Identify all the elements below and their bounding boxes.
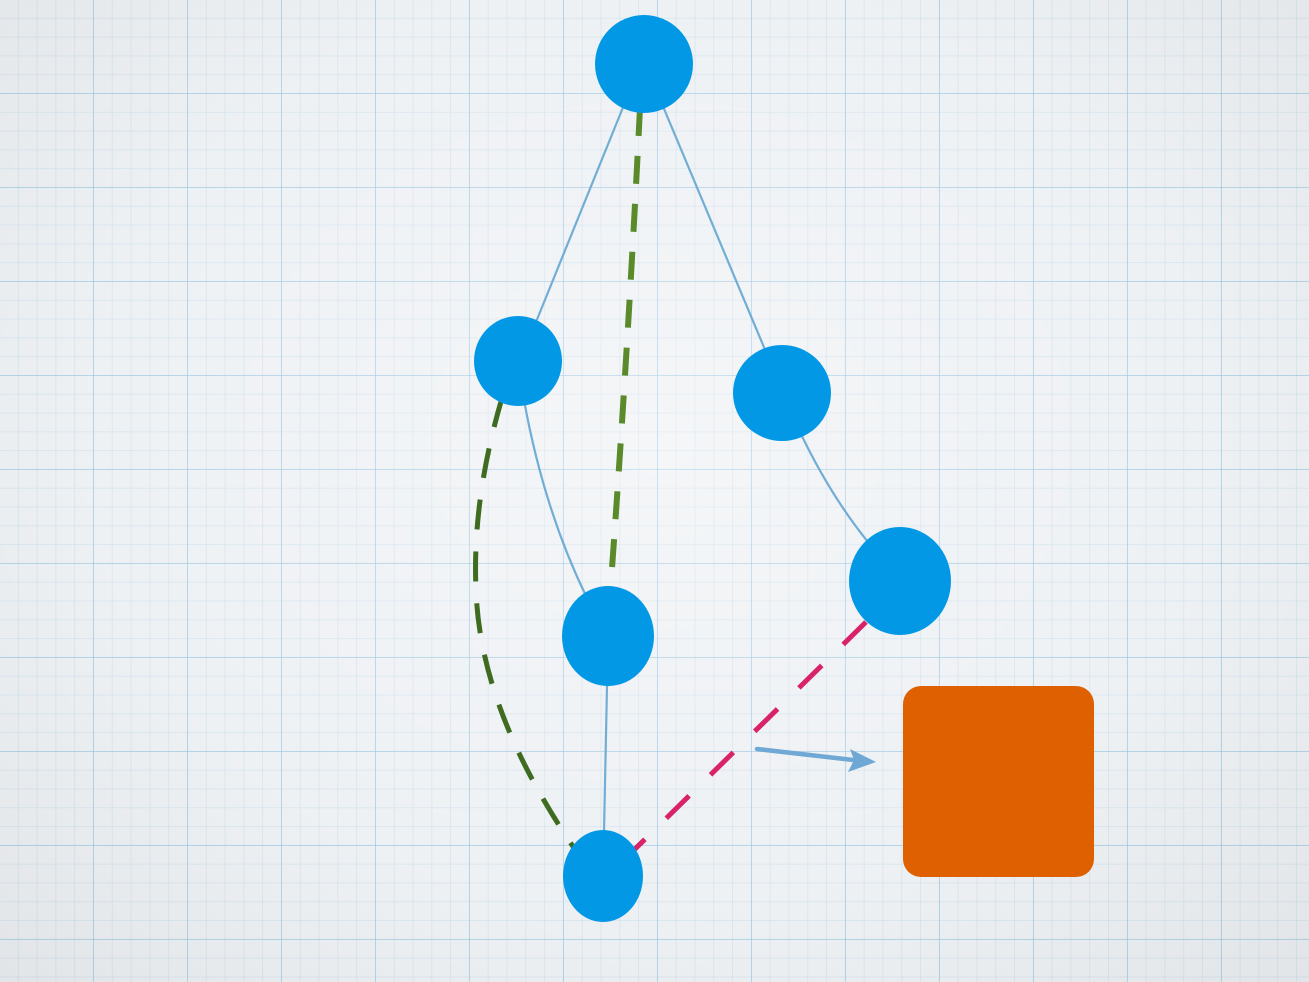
arrow-shaft	[754, 746, 865, 764]
edge-root-left-child	[534, 99, 628, 323]
dashed-green-edges	[473, 107, 643, 850]
node-bottom-node	[563, 830, 643, 922]
arrow	[754, 746, 876, 772]
orange-square	[903, 686, 1094, 877]
edge-middle-node-bottom-node	[602, 685, 609, 833]
tree-edges	[522, 99, 869, 833]
edge-left-child-middle-node	[522, 399, 588, 599]
dashed-edge-right-leaf-bottom-node	[632, 620, 868, 852]
arrow-head	[848, 749, 876, 772]
edge-root-right-child	[660, 103, 768, 353]
nodes	[474, 15, 951, 922]
node-left-child	[474, 316, 562, 406]
dashed-edge-root-middle-node	[607, 107, 643, 597]
dashed-edge-left-child-bottom-node	[473, 397, 577, 850]
node-root	[595, 15, 693, 113]
node-right-child	[733, 345, 831, 441]
edge-right-child-right-leaf	[799, 431, 869, 543]
node-right-leaf	[849, 527, 951, 635]
node-middle-node	[562, 586, 654, 686]
